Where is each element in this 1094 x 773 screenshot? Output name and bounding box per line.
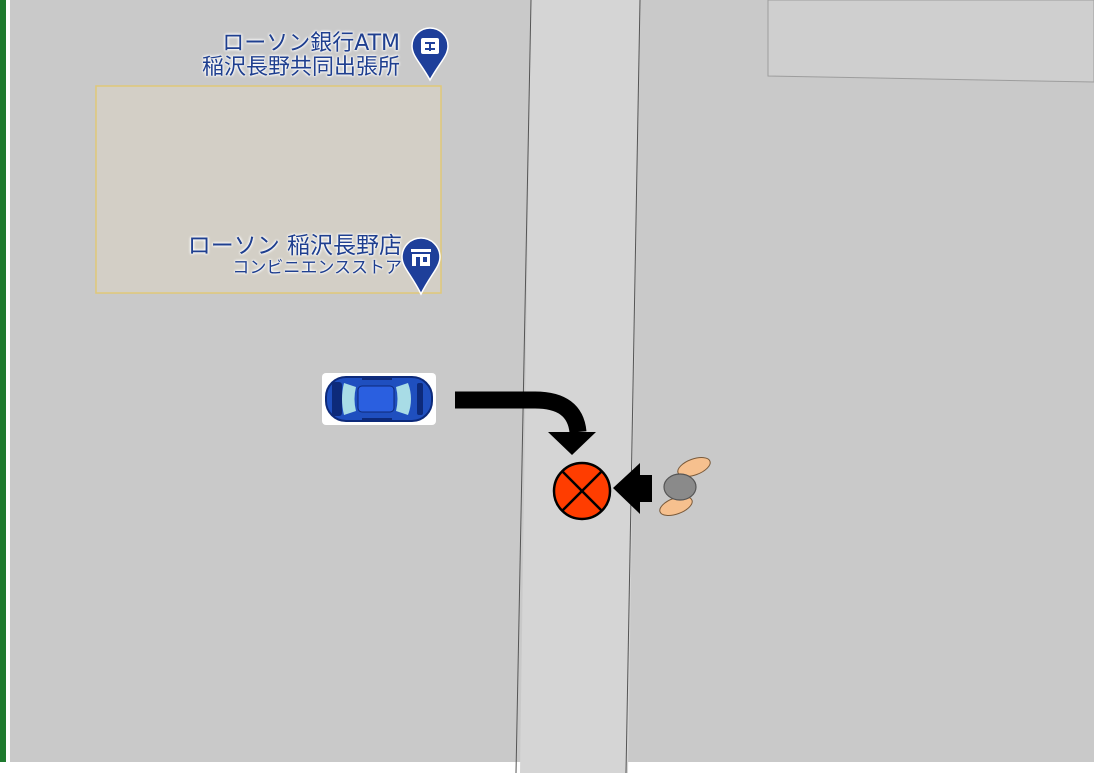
road-edge-left	[515, 0, 532, 773]
store-building-outline	[95, 85, 442, 294]
poi-name: ローソン銀行ATM	[222, 31, 400, 56]
poi-subname: 稲沢長野共同出張所	[201, 55, 400, 81]
map-edge-strip	[0, 0, 6, 773]
road-vertical	[520, 0, 640, 773]
car-icon	[322, 373, 436, 425]
road-edge-right	[625, 0, 641, 773]
turn-arrow-icon	[455, 391, 596, 455]
poi-name: ローソン 稲沢長野店	[187, 233, 402, 259]
bank-pin-icon[interactable]	[411, 27, 449, 82]
map-edge-white	[6, 0, 10, 773]
building-top-right	[767, 0, 1094, 83]
pedestrian-icon	[659, 456, 711, 517]
poi-label-store[interactable]: ローソン 稲沢長野店 コンビニエンスストア	[187, 233, 402, 279]
poi-label-atm[interactable]: ローソン銀行ATM 稲沢長野共同出張所	[201, 31, 400, 81]
arrow-left-icon	[613, 463, 652, 514]
store-building	[96, 86, 441, 293]
collision-x-icon	[552, 461, 612, 521]
poi-category: コンビニエンスストア	[232, 258, 402, 279]
store-pin-icon[interactable]	[401, 237, 441, 296]
